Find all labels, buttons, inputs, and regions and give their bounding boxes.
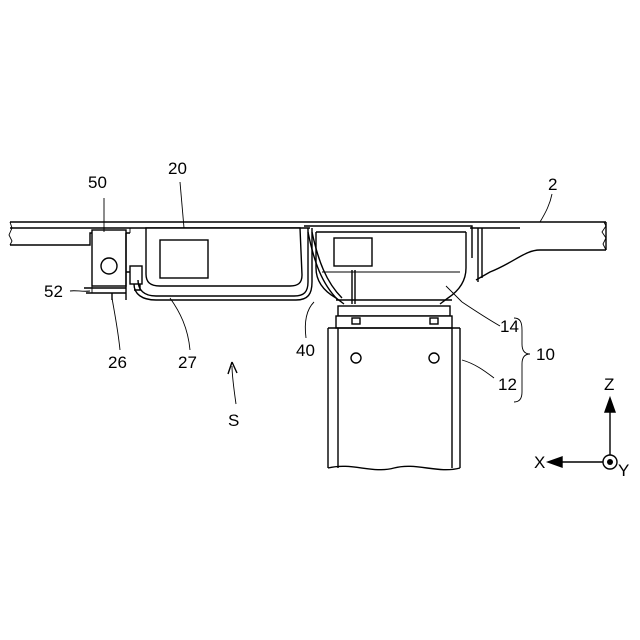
label-10: 10 [536,345,555,364]
label-50: 50 [88,173,107,192]
axis-x-label: X [534,453,545,472]
label-2: 2 [548,175,557,194]
y-axis-dot-icon [607,459,613,465]
axis-z-label: Z [604,375,614,394]
label-20: 20 [168,159,187,178]
label-52: 52 [44,282,63,301]
label-40: 40 [296,341,315,360]
label-14: 14 [500,317,519,336]
label-S: S [228,411,239,430]
axis-indicator [548,398,617,469]
label-12: 12 [498,375,517,394]
axis-y-label: Y [618,461,629,480]
leader-lines [70,182,552,404]
column-12 [328,328,460,470]
label-26: 26 [108,353,127,372]
label-27: 27 [178,353,197,372]
battery-case-20 [146,228,302,286]
